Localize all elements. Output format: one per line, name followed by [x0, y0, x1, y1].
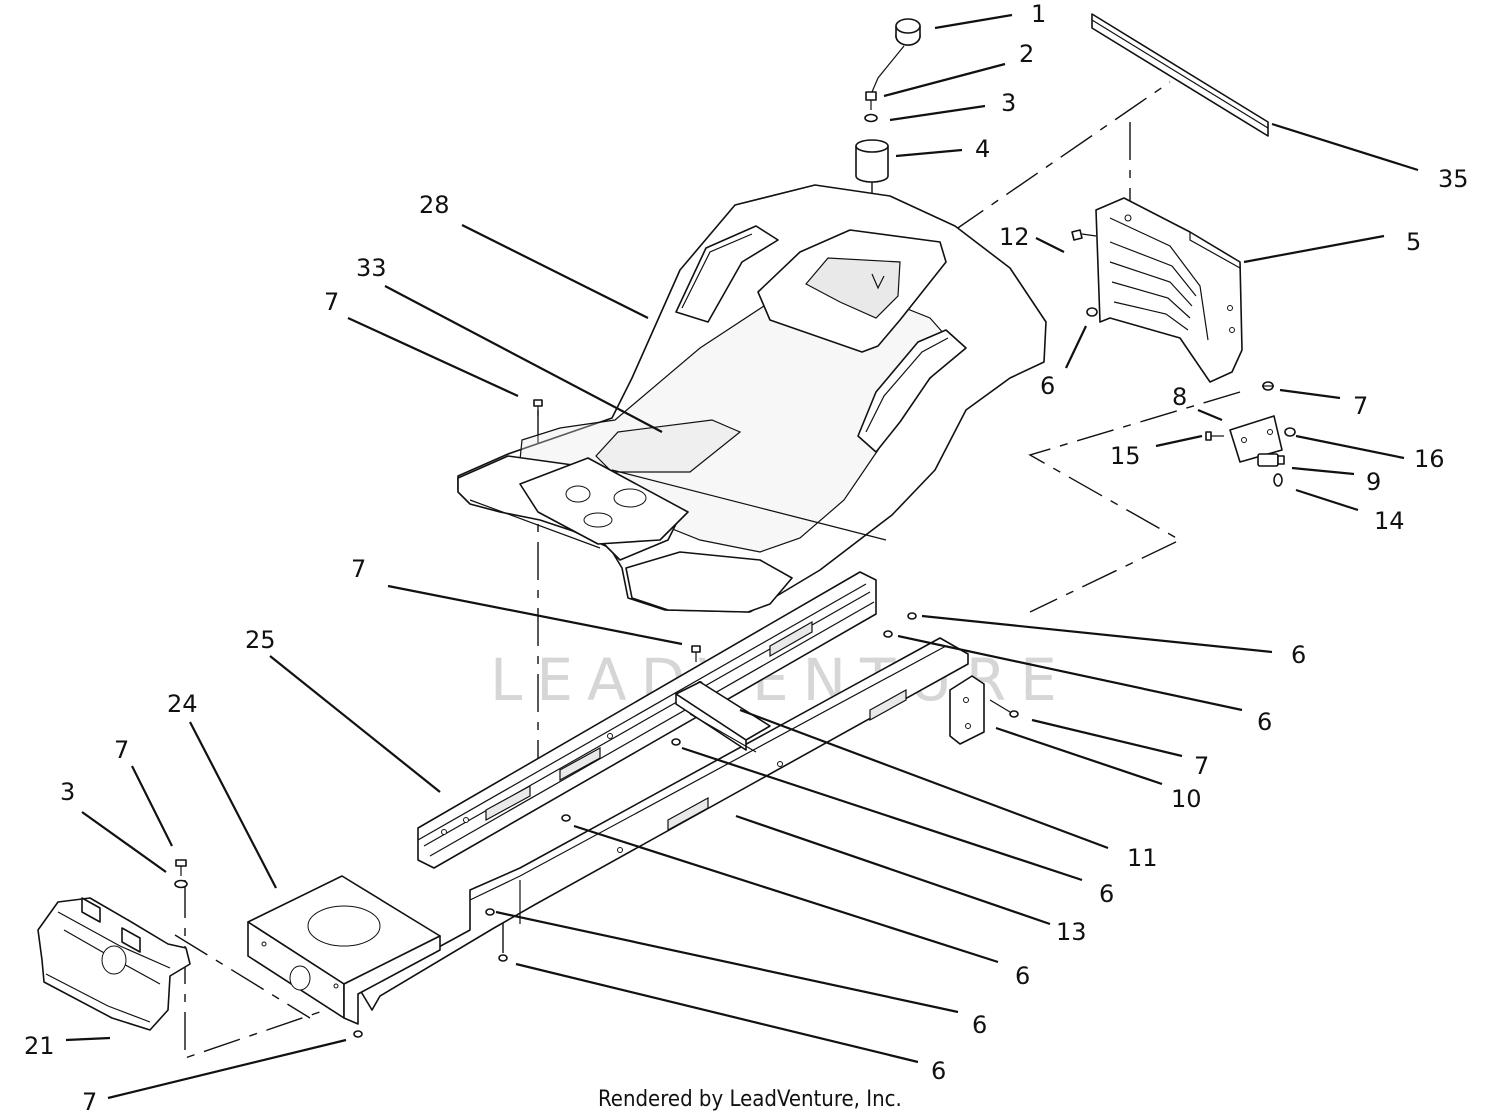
part-2-screw — [865, 91, 877, 110]
credit-text: Rendered by LeadVenture, Inc. — [598, 1087, 902, 1112]
part-13-right-rail — [359, 637, 969, 1011]
callout-33: 33 — [356, 254, 387, 282]
part-9-switch — [1257, 453, 1285, 467]
part-1-knob — [871, 18, 921, 93]
callout-28: 28 — [419, 191, 450, 219]
callout-6-rail-e: 6 — [931, 1057, 946, 1085]
callout-25: 25 — [245, 626, 276, 654]
callout-3: 3 — [1001, 89, 1016, 117]
part-28-fender — [457, 184, 1047, 613]
part-11-crossmember — [675, 681, 771, 753]
part-12-bolt — [1071, 229, 1097, 241]
part-5-rear-guard — [1095, 197, 1243, 383]
callout-6-rail-b: 6 — [1257, 708, 1272, 736]
callout-21: 21 — [24, 1032, 55, 1060]
callout-7-bottom: 7 — [82, 1088, 97, 1116]
callout-12: 12 — [999, 223, 1030, 251]
part-14-clip — [1273, 473, 1283, 487]
callout-9: 9 — [1366, 468, 1381, 496]
frame-bolts — [174, 399, 701, 889]
part-15-screw — [1205, 431, 1224, 441]
part-24-mount-plate — [247, 875, 441, 1025]
part-25-left-rail — [417, 571, 877, 869]
callout-35: 35 — [1438, 165, 1469, 193]
part-8-bracket — [1229, 415, 1283, 463]
part-7-bolt-guard — [1262, 381, 1274, 391]
frame-nuts — [353, 612, 917, 1038]
callout-15: 15 — [1110, 442, 1141, 470]
callout-7-plate: 7 — [114, 736, 129, 764]
callout-8: 8 — [1172, 383, 1187, 411]
callout-7-rail: 7 — [351, 555, 366, 583]
callout-6-guard: 6 — [1040, 372, 1055, 400]
callout-7-bracket: 7 — [1194, 752, 1209, 780]
part-6-nut-guard — [1086, 307, 1098, 317]
part-21-cover — [37, 897, 191, 1031]
callout-2: 2 — [1019, 40, 1034, 68]
callout-6-rail-d: 6 — [972, 1011, 987, 1039]
part-3-washer — [864, 113, 878, 123]
callout-7-seat: 7 — [324, 288, 339, 316]
part-16-nut — [1284, 427, 1296, 437]
callout-labels: 1 2 3 4 35 28 33 7 12 5 6 7 8 16 15 9 14… — [24, 0, 1469, 1116]
callout-16: 16 — [1414, 445, 1445, 473]
leader-lines — [65, 13, 1419, 1100]
callout-7-guard: 7 — [1353, 392, 1368, 420]
callout-6-rail-a: 6 — [1291, 641, 1306, 669]
callout-3-plate: 3 — [60, 778, 75, 806]
callout-6-cross: 6 — [1099, 880, 1114, 908]
callout-6-rail-c: 6 — [1015, 962, 1030, 990]
callout-14: 14 — [1374, 507, 1405, 535]
part-10-bracket — [949, 675, 1019, 745]
callout-1: 1 — [1031, 0, 1046, 28]
callout-5: 5 — [1406, 228, 1421, 256]
callout-24: 24 — [167, 690, 198, 718]
part-4-sleeve — [855, 139, 889, 183]
part-35-bar — [1091, 13, 1269, 137]
callout-4: 4 — [975, 135, 990, 163]
callout-10: 10 — [1171, 785, 1202, 813]
callout-11: 11 — [1127, 844, 1158, 872]
callout-13: 13 — [1056, 918, 1087, 946]
